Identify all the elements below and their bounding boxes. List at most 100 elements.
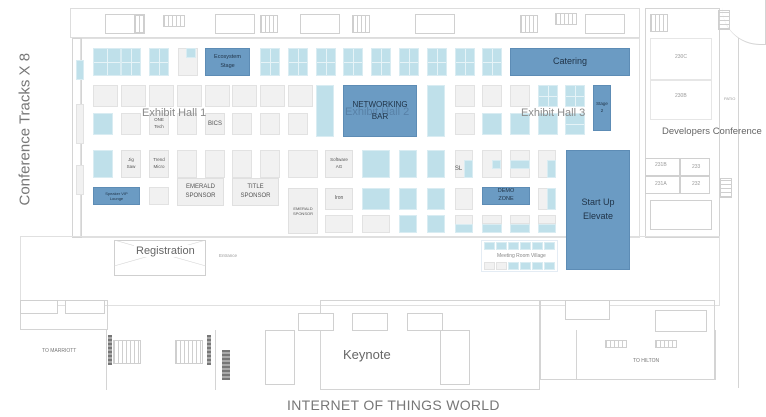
booth-r6-4[interactable] (427, 215, 445, 233)
booth-h3-10[interactable] (565, 113, 585, 135)
booth-r6-8a[interactable] (538, 215, 556, 224)
meeting-room-8[interactable] (496, 262, 507, 270)
emerald-sponsor-1[interactable]: EMERALD SPONSOR (177, 178, 224, 206)
booth-r3-1[interactable] (93, 113, 113, 135)
meeting-room-10[interactable] (520, 262, 531, 270)
catering[interactable]: Catering (510, 48, 630, 76)
booth-r2-2[interactable] (121, 85, 146, 107)
booth-r4-11[interactable] (399, 150, 417, 178)
booth-block-r1-4[interactable] (149, 48, 169, 76)
booth-r3-7[interactable] (260, 113, 280, 135)
booth-h3-6[interactable] (455, 113, 475, 135)
booth-r2-1[interactable] (93, 85, 118, 107)
booth-r4-16b[interactable] (547, 160, 556, 178)
booth-r6-2[interactable] (362, 215, 390, 233)
room-231b[interactable] (645, 158, 680, 176)
room-230b[interactable] (650, 80, 712, 120)
emerald-sponsor-2[interactable]: EMERALD SPONSOR (288, 188, 318, 234)
meeting-room-9[interactable] (508, 262, 519, 270)
booth-block-r1-9[interactable] (343, 48, 363, 76)
title-sponsor[interactable]: TITLE SPONSOR (232, 178, 279, 206)
booth-block-r1-12[interactable] (427, 48, 447, 76)
registration-area[interactable] (114, 240, 206, 276)
meeting-room-2[interactable] (496, 242, 507, 250)
booth-r2-3[interactable] (149, 85, 174, 107)
booth-r2-8[interactable] (288, 85, 313, 107)
room-230c[interactable] (650, 38, 712, 80)
meeting-room-5[interactable] (532, 242, 543, 250)
booth-hall2-tall-1[interactable] (316, 85, 334, 137)
booth-r5-12b[interactable] (547, 188, 556, 210)
start-up-elevate[interactable]: Start Up Elevate (566, 150, 630, 270)
booth-r6-6[interactable] (482, 224, 502, 233)
booth-hall2-tall-2[interactable] (427, 85, 445, 137)
booth-r4-5[interactable] (205, 150, 225, 178)
booth-r4-6[interactable] (232, 150, 252, 178)
meeting-room-4[interactable] (520, 242, 531, 250)
booth-block-r1-14[interactable] (482, 48, 502, 76)
booth-one-tech[interactable]: ONE Tech (149, 113, 169, 135)
booth-h3-7[interactable] (482, 113, 502, 135)
room-231a[interactable] (645, 176, 680, 194)
meeting-room-3[interactable] (508, 242, 519, 250)
booth-iron[interactable]: Iron (325, 188, 353, 210)
booth-sl[interactable]: SL (454, 164, 463, 174)
booth-r4-12[interactable] (427, 150, 445, 178)
booth-r4-7[interactable] (260, 150, 280, 178)
booth-r3-8[interactable] (288, 113, 308, 135)
booth-h3-1[interactable] (455, 85, 475, 107)
booth-r6-3[interactable] (399, 215, 417, 233)
booth-block-r1-5b[interactable] (186, 48, 196, 58)
booth-r2-6[interactable] (232, 85, 257, 107)
booth-jig-saw[interactable]: Jig Saw (121, 150, 141, 178)
demo-zone[interactable]: DEMO ZONE (482, 187, 530, 205)
booth-r5-2[interactable] (149, 187, 169, 205)
booth-r4-10[interactable] (362, 150, 390, 178)
room-233[interactable] (680, 158, 710, 176)
booth-r6-6a[interactable] (482, 215, 502, 224)
booth-block-r1-3[interactable] (121, 48, 141, 76)
meeting-room-11[interactable] (532, 262, 543, 270)
networking-bar[interactable]: NETWORKING BAR (343, 85, 417, 137)
booth-r6-7a[interactable] (510, 215, 530, 224)
booth-block-r1-8[interactable] (316, 48, 336, 76)
booth-r3-2[interactable] (121, 113, 141, 135)
booth-r2-7[interactable] (260, 85, 285, 107)
booth-r4-1[interactable] (93, 150, 113, 178)
booth-r6-1[interactable] (325, 215, 353, 233)
booth-r3-6[interactable] (232, 113, 252, 135)
meeting-room-12[interactable] (544, 262, 555, 270)
booth-r5-7[interactable] (362, 188, 390, 210)
booth-block-r1-10[interactable] (371, 48, 391, 76)
room-232[interactable] (680, 176, 710, 194)
booth-r6-8[interactable] (538, 224, 556, 233)
booth-block-r1-13[interactable] (455, 48, 475, 76)
booth-block-r1-7[interactable] (288, 48, 308, 76)
booth-software-ag[interactable]: Software AG (325, 150, 353, 178)
speaker-vip-lounge[interactable]: Speaker VIP Lounge (93, 187, 140, 205)
ecosystem-stage[interactable]: Ecosystem Stage (205, 48, 250, 76)
booth-r4-8[interactable] (288, 150, 318, 178)
booth-block-r1-6[interactable] (260, 48, 280, 76)
booth-h3-3[interactable] (510, 85, 530, 107)
booth-r4-13b[interactable] (464, 160, 473, 178)
booth-block-r1-11[interactable] (399, 48, 419, 76)
booth-r5-10[interactable] (455, 188, 473, 210)
booth-r5-8[interactable] (399, 188, 417, 210)
booth-bics[interactable]: BICS (205, 113, 225, 135)
meeting-room-6[interactable] (544, 242, 555, 250)
stage-2[interactable]: Stage 2 (593, 85, 611, 131)
booth-r2-5[interactable] (205, 85, 230, 107)
meeting-room-7[interactable] (484, 262, 495, 270)
booth-r5-9[interactable] (427, 188, 445, 210)
booth-h3-5[interactable] (565, 85, 585, 107)
meeting-room-village[interactable] (481, 240, 558, 272)
booth-block-r1-1[interactable] (93, 48, 121, 76)
booth-h3-2[interactable] (482, 85, 502, 107)
booth-trend-micro[interactable]: Trend Micro (149, 150, 169, 178)
booth-h3-4[interactable] (538, 85, 558, 107)
booth-r2-4[interactable] (177, 85, 202, 107)
booth-r3-4[interactable] (177, 113, 197, 135)
meeting-room-1[interactable] (484, 242, 495, 250)
booth-h3-8[interactable] (510, 113, 530, 135)
